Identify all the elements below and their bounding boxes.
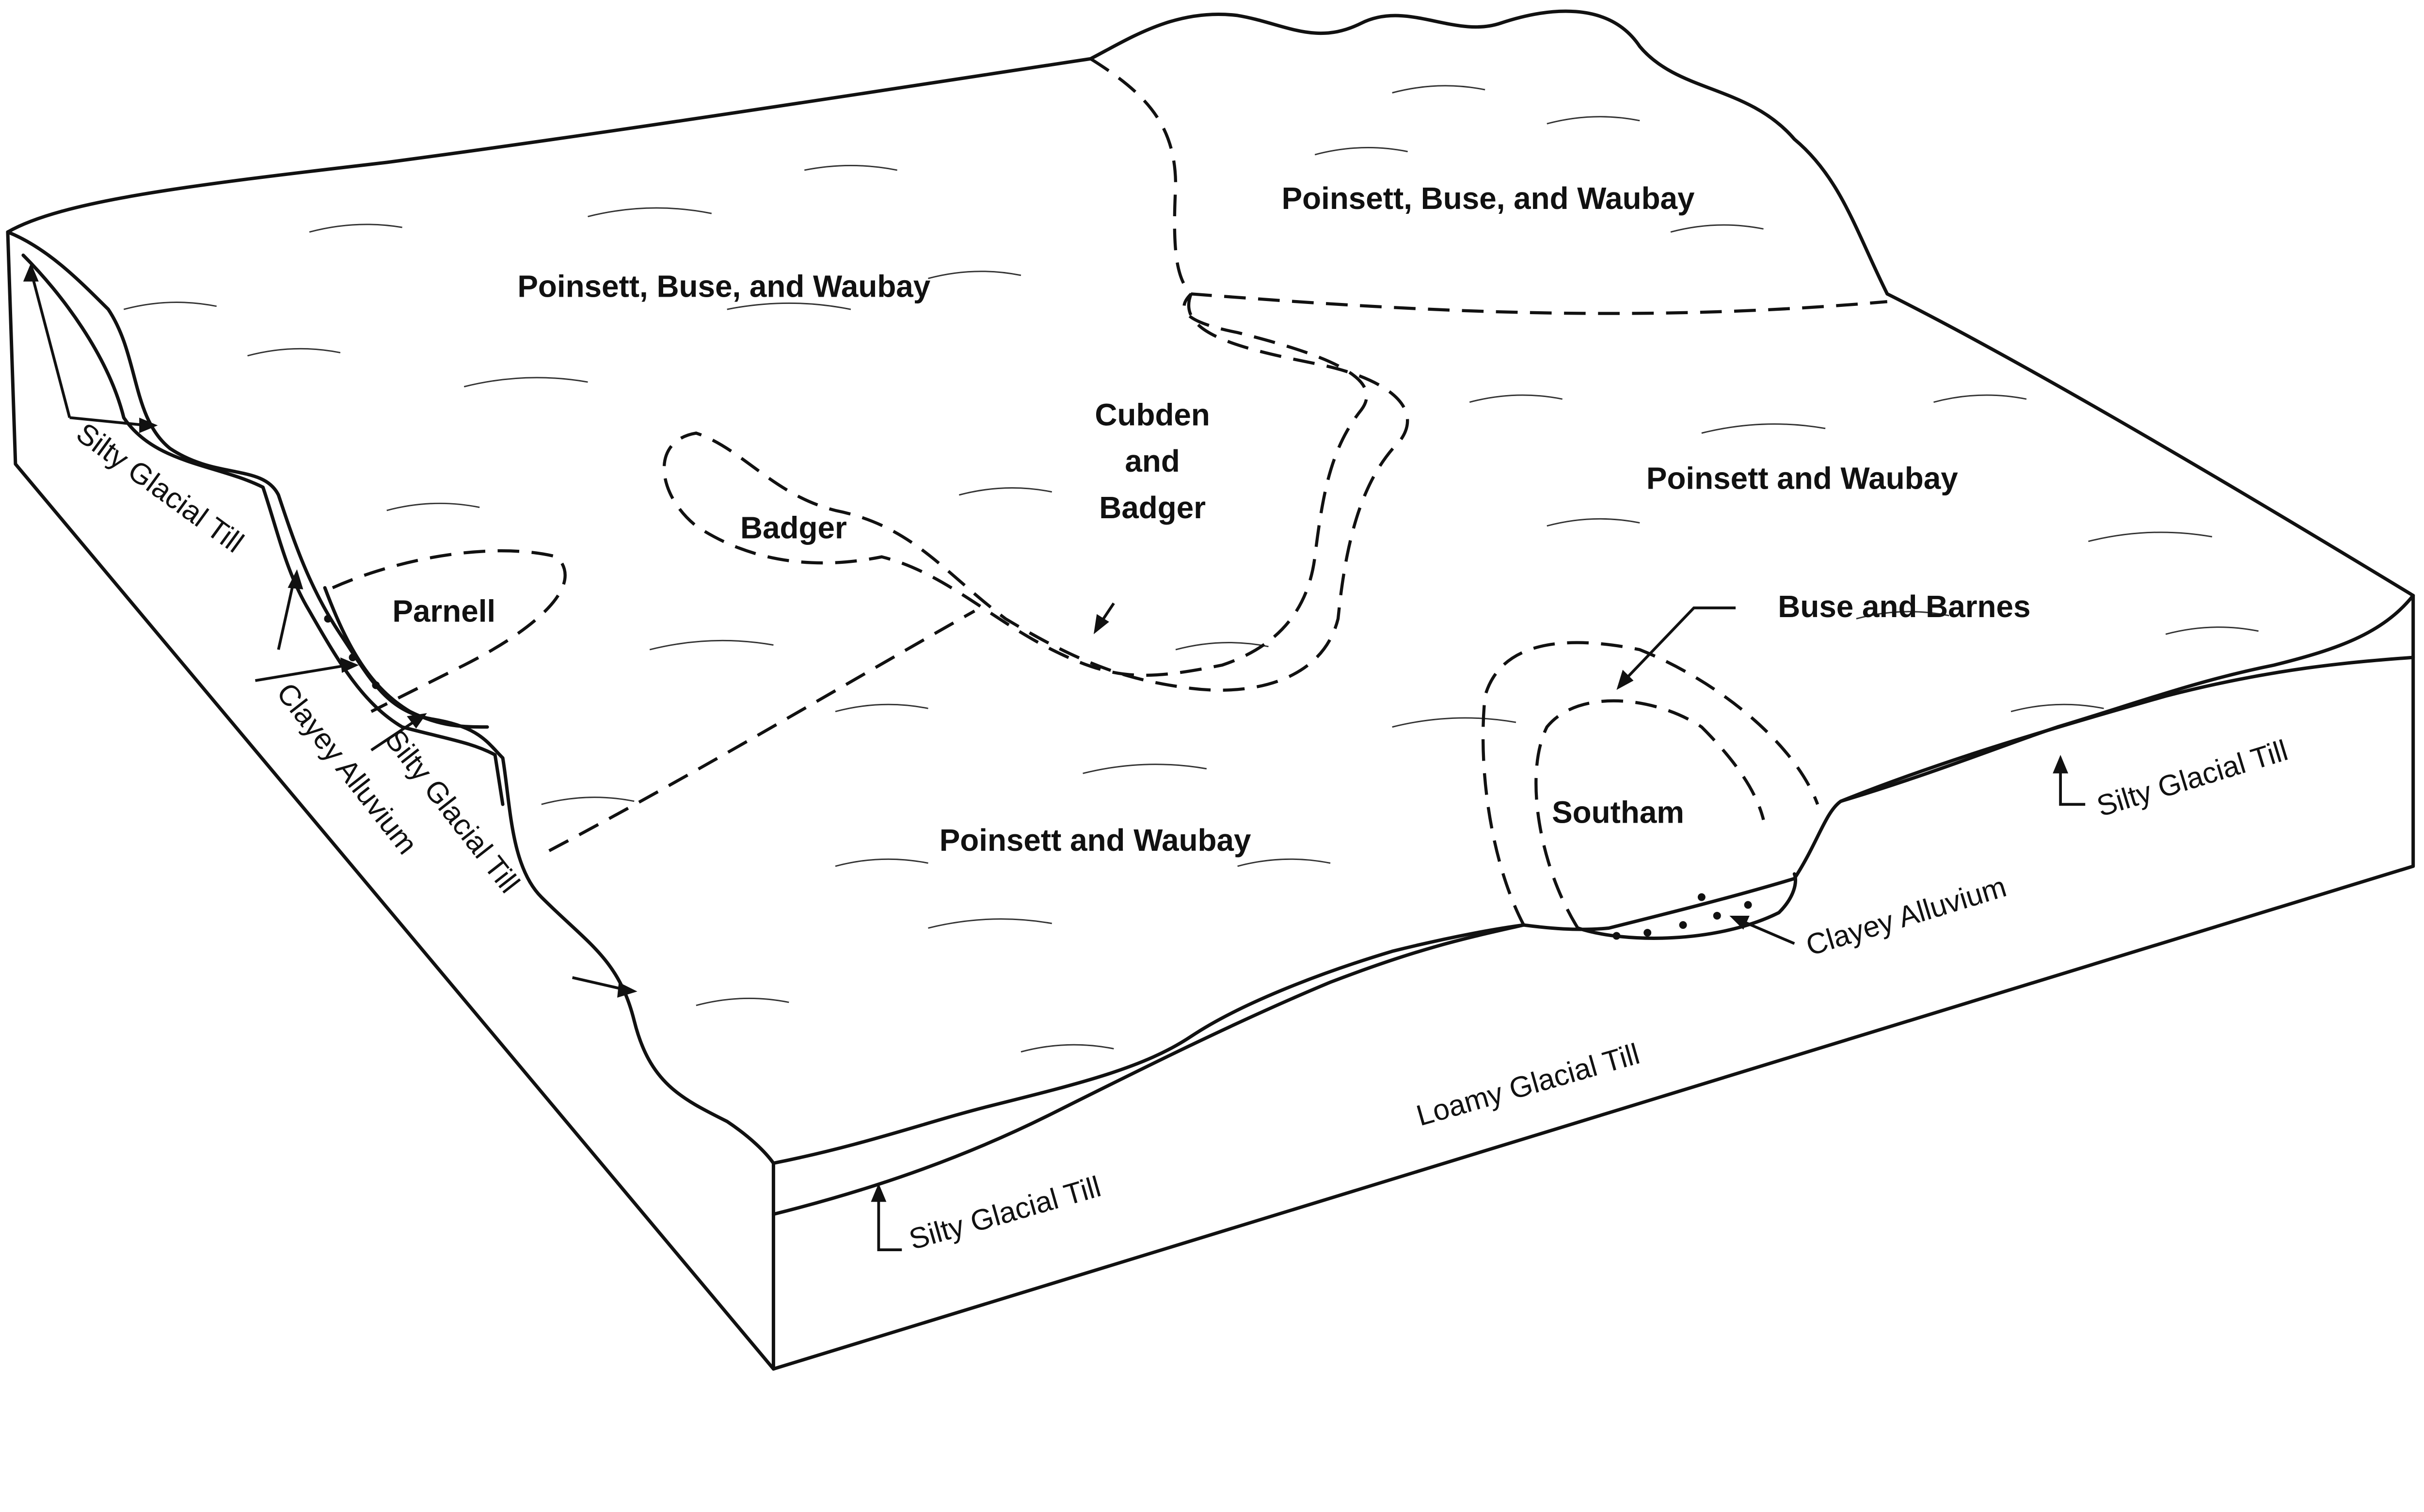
- alluvium-dots: [324, 615, 1752, 940]
- label-poinsett-buse-waubay-west: Poinsett, Buse, and Waubay: [517, 269, 930, 304]
- label-badger: Badger: [740, 510, 847, 545]
- knoll-inner-boundary: [1534, 699, 1765, 929]
- leader-arrows: [23, 263, 2086, 1252]
- label-cubden-line1: Cubden: [1095, 397, 1210, 432]
- left-layer-boundary: [21, 253, 505, 806]
- label-cubden-line2: and: [1125, 444, 1180, 478]
- block-outline: [6, 9, 2415, 1371]
- soil-block-diagram: Poinsett, Buse, and Waubay Poinsett, Bus…: [6, 9, 2415, 1371]
- label-right-clayey-alluvium: Clayey Alluvium: [1802, 870, 2010, 962]
- label-parnell: Parnell: [392, 594, 495, 629]
- top-surface-edge: [6, 9, 2415, 597]
- right-layer-boundary: [1839, 655, 2415, 803]
- label-poinsett-buse-waubay-hill: Poinsett, Buse, and Waubay: [1282, 181, 1695, 216]
- label-loamy-glacial-till: Loamy Glacial Till: [1413, 1037, 1643, 1132]
- label-buse-barnes: Buse and Barnes: [1778, 589, 2030, 624]
- label-poinsett-waubay-south: Poinsett and Waubay: [940, 823, 1251, 858]
- map-unit-boundaries: [332, 57, 1888, 929]
- label-front-silty-till: Silty Glacial Till: [905, 1170, 1104, 1256]
- hill-boundary: [1089, 57, 1888, 315]
- alluvium-lens-left: [323, 586, 489, 729]
- label-poinsett-waubay-east: Poinsett and Waubay: [1646, 461, 1958, 495]
- unit-divider: [548, 609, 975, 852]
- map-unit-labels: Poinsett, Buse, and Waubay Poinsett, Bus…: [392, 181, 2030, 858]
- label-right-silty-till: Silty Glacial Till: [2093, 733, 2292, 823]
- parnell-boundary: [332, 549, 567, 713]
- front-layer-boundary: [771, 923, 1526, 1216]
- label-southam: Southam: [1552, 795, 1684, 830]
- left-face-bottom-edge: [6, 230, 775, 1371]
- right-face-bottom-edge: [771, 593, 2415, 1371]
- right-face-top-edge: [771, 593, 2415, 1165]
- drainageway-boundary: [662, 292, 1409, 692]
- surface-texture: [123, 85, 2259, 1053]
- label-cubden-line3: Badger: [1099, 490, 1206, 525]
- knoll-outer-boundary: [1481, 641, 1819, 926]
